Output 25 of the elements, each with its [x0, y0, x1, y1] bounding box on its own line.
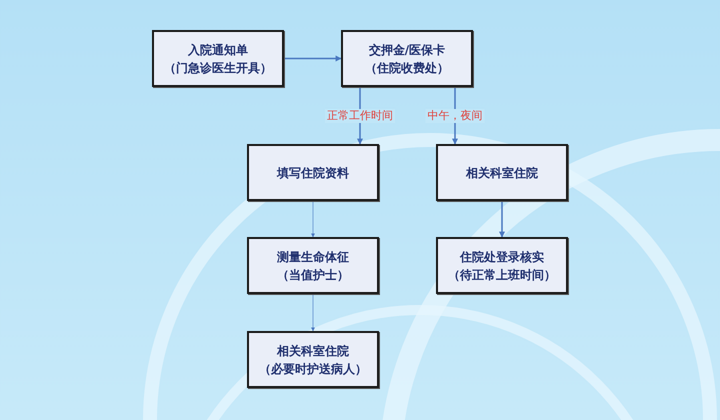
- process-box: [247, 331, 379, 388]
- node-title: 填写住院资料: [277, 164, 349, 182]
- edge-label: 中午，夜间: [426, 108, 484, 122]
- node-note: （门急诊医生开具）: [164, 60, 272, 76]
- process-box: [436, 144, 568, 201]
- edge-label: 正常工作时间: [325, 108, 395, 122]
- process-box: [152, 30, 284, 87]
- process-box: [436, 237, 568, 294]
- node-note: （待正常上班时间）: [448, 266, 556, 284]
- node-note: （必要时护送病人）: [259, 360, 367, 378]
- process-box: [247, 144, 379, 201]
- node-note: （住院收费处）: [365, 60, 449, 76]
- arrow: [311, 294, 315, 332]
- arrow: [284, 56, 342, 62]
- node-title: 入院通知单: [188, 42, 248, 58]
- node-title: 住院处登录核实: [460, 248, 544, 266]
- process-box: [247, 237, 379, 294]
- node-title: 相关科室住院: [277, 342, 349, 360]
- arrow: [499, 201, 505, 238]
- node-title: 交押金/医保卡: [368, 42, 446, 58]
- node-note: （当值护士）: [277, 266, 349, 284]
- arrow: [311, 200, 315, 238]
- process-box: [341, 30, 473, 87]
- node-title: 测量生命体征: [277, 248, 349, 266]
- node-title: 相关科室住院: [466, 164, 538, 182]
